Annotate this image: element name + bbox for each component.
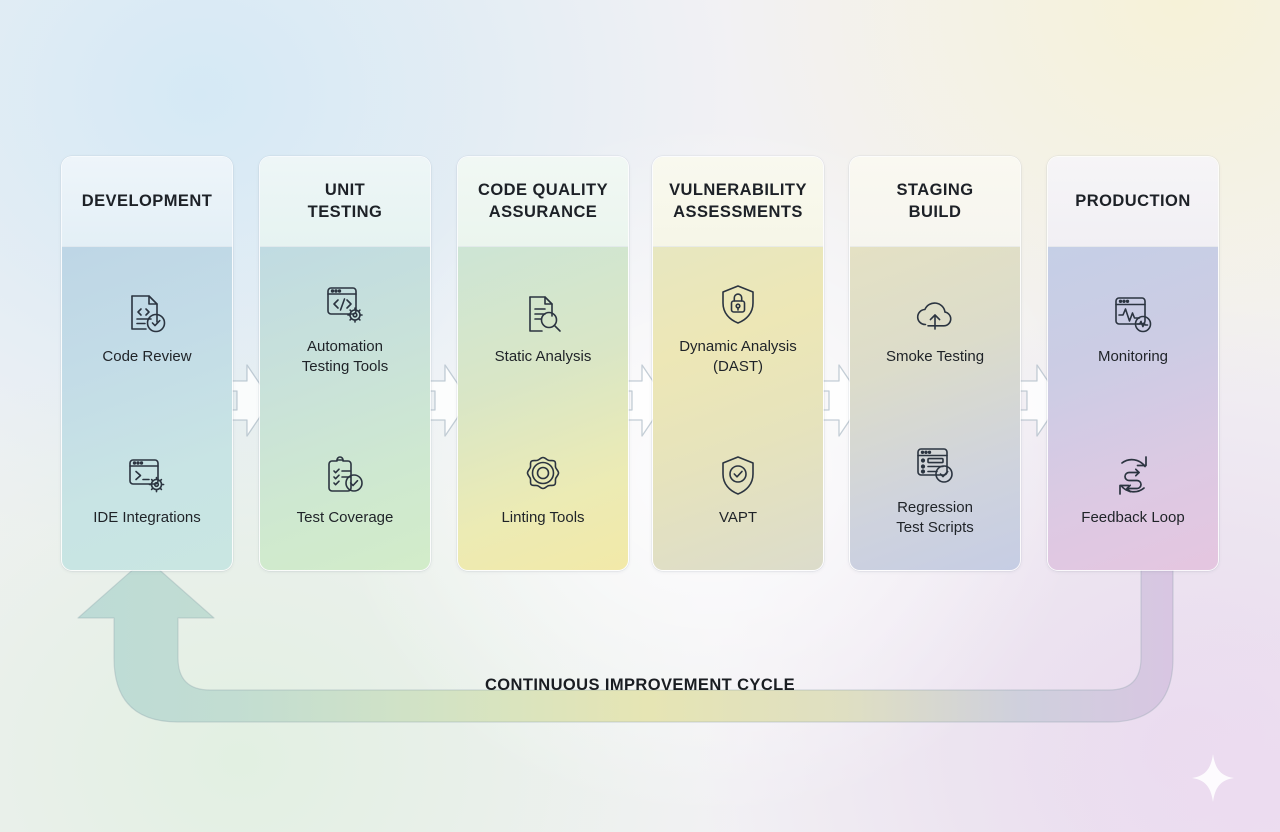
stage-item-label: Linting Tools: [501, 509, 585, 527]
stage-title: PRODUCTION: [1075, 191, 1191, 210]
stage-item[interactable]: Smoke Testing: [850, 247, 1020, 409]
stage-item[interactable]: Dynamic Analysis(DAST): [653, 247, 823, 409]
stage-body-vulnerability-assessments: Dynamic Analysis(DAST) VAPT: [653, 247, 823, 570]
stage-body-code-quality-assurance: Static Analysis Linting Tools: [458, 247, 628, 570]
stage-item-label: VAPT: [718, 509, 758, 527]
stage-body-development: Code Review IDE Integrations: [62, 247, 232, 570]
stage-item[interactable]: Linting Tools: [458, 409, 628, 571]
stage-item-label: Smoke Testing: [885, 347, 985, 365]
continuous-improvement-loop: [0, 540, 1280, 760]
stage-item[interactable]: VAPT: [653, 409, 823, 571]
shield-lock-icon: [712, 279, 764, 331]
stage-item-label: IDE Integrations: [93, 509, 201, 527]
browser-pulse-monitor-icon: [1107, 289, 1159, 341]
clipboard-checklist-check-icon: [319, 450, 371, 502]
stage-title: DEVELOPMENT: [81, 191, 213, 210]
stage-item[interactable]: Code Review: [62, 247, 232, 409]
stage-item[interactable]: Monitoring: [1048, 247, 1218, 409]
shield-check-icon: [712, 450, 764, 502]
stage-card-production[interactable]: PRODUCTION Monitoring: [1047, 156, 1219, 571]
stage-card-development[interactable]: DEVELOPMENT Code Review: [61, 156, 233, 571]
stage-body-production: Monitoring Feedback Loop: [1048, 247, 1218, 570]
lint-flower-circle-icon: [517, 450, 569, 502]
stage-item-label: Feedback Loop: [1081, 509, 1185, 527]
stage-item[interactable]: Static Analysis: [458, 247, 628, 409]
stage-item[interactable]: Feedback Loop: [1048, 409, 1218, 571]
stage-item-label: Static Analysis: [494, 347, 592, 365]
browser-list-check-icon: [909, 440, 961, 492]
stage-item-label: Monitoring: [1097, 347, 1169, 365]
refresh-cycle-icon: [1107, 450, 1159, 502]
stage-item[interactable]: IDE Integrations: [62, 409, 232, 571]
loop-label: CONTINUOUS IMPROVEMENT CYCLE: [484, 676, 796, 694]
code-document-check-icon: [121, 289, 173, 341]
terminal-gear-icon: [121, 450, 173, 502]
document-magnifier-icon: [517, 289, 569, 341]
stage-item-label: Dynamic Analysis(DAST): [679, 337, 797, 375]
browser-code-gear-icon: [319, 279, 371, 331]
stage-item-label: Test Coverage: [296, 509, 394, 527]
stage-item-label: Code Review: [102, 347, 192, 365]
stage-header-production: PRODUCTION: [1048, 157, 1218, 247]
stage-header-development: DEVELOPMENT: [62, 157, 232, 247]
sparkle-star-icon: [1190, 752, 1236, 804]
cloud-upload-icon: [909, 289, 961, 341]
stage-item[interactable]: Test Coverage: [260, 409, 430, 571]
